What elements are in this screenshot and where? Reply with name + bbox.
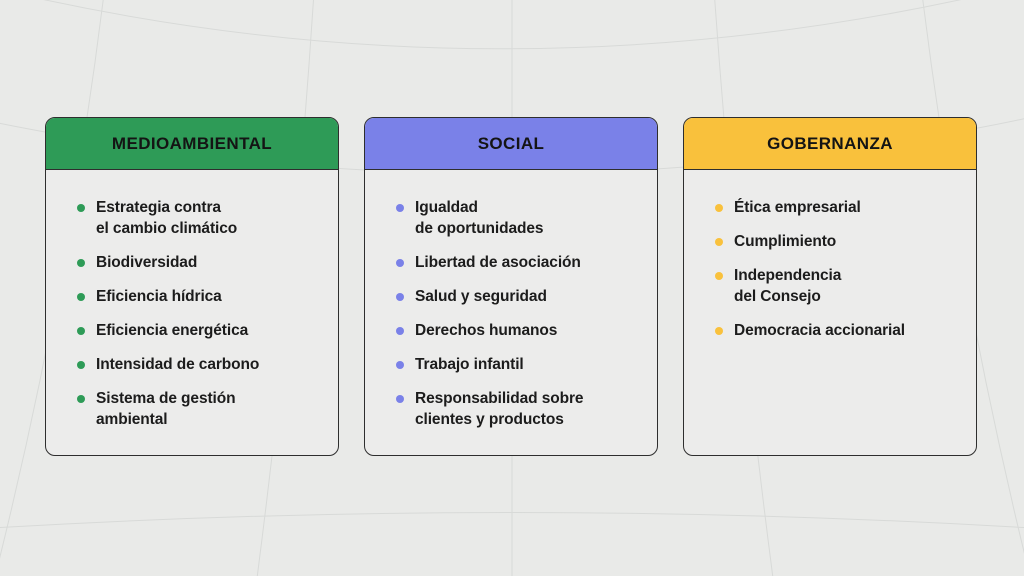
list-item: Libertad de asociación — [396, 252, 643, 273]
list-item-label: Salud y seguridad — [415, 288, 547, 305]
bullet-icon — [396, 204, 404, 212]
list-item: Biodiversidad — [77, 252, 324, 273]
list-item-label: Intensidad de carbono — [96, 356, 260, 373]
list-item: Salud y seguridad — [396, 286, 643, 307]
bullet-icon — [396, 293, 404, 301]
bullet-icon — [77, 327, 85, 335]
card-social-header: SOCIAL — [365, 118, 657, 170]
list-item-label: Cumplimiento — [734, 233, 837, 250]
list-item-label: Independencia del Consejo — [734, 267, 842, 305]
list-item-label: Derechos humanos — [415, 322, 558, 339]
list-item: Ética empresarial — [715, 197, 962, 218]
list-item: Sistema de gestión ambiental — [77, 388, 324, 430]
card-medioambiental-title: MEDIOAMBIENTAL — [111, 133, 273, 153]
list-item-label: Libertad de asociación — [415, 254, 581, 271]
list-item-label: Sistema de gestión ambiental — [96, 390, 236, 428]
card-medioambiental: MEDIOAMBIENTAL Estrategia contra el camb… — [45, 117, 339, 456]
list-item-label: Democracia accionarial — [734, 322, 905, 339]
bullet-icon — [396, 259, 404, 267]
list-item-label: Trabajo infantil — [415, 356, 524, 373]
card-social: SOCIAL Igualdad de oportunidades Liberta… — [364, 117, 658, 456]
card-gobernanza-title: GOBERNANZA — [767, 133, 893, 153]
bullet-icon — [396, 327, 404, 335]
list-item: Eficiencia hídrica — [77, 286, 324, 307]
card-gobernanza: GOBERNANZA Ética empresarial Cumplimient… — [683, 117, 977, 456]
bullet-icon — [715, 327, 723, 335]
list-item: Intensidad de carbono — [77, 354, 324, 375]
card-social-title: SOCIAL — [477, 133, 545, 153]
list-item: Eficiencia energética — [77, 320, 324, 341]
list-item: Derechos humanos — [396, 320, 643, 341]
list-item: Democracia accionarial — [715, 320, 962, 341]
list-item-label: Eficiencia hídrica — [96, 288, 222, 305]
card-gobernanza-header: GOBERNANZA — [684, 118, 976, 170]
esg-columns: MEDIOAMBIENTAL Estrategia contra el camb… — [45, 117, 977, 456]
bullet-icon — [715, 238, 723, 246]
bullet-icon — [396, 395, 404, 403]
list-item-label: Ética empresarial — [734, 199, 861, 216]
bullet-icon — [396, 361, 404, 369]
list-item: Igualdad de oportunidades — [396, 197, 643, 239]
bullet-icon — [77, 293, 85, 301]
list-item: Trabajo infantil — [396, 354, 643, 375]
list-item: Independencia del Consejo — [715, 265, 962, 307]
bullet-icon — [77, 395, 85, 403]
list-item: Responsabilidad sobre clientes y product… — [396, 388, 643, 430]
bullet-icon — [715, 272, 723, 280]
list-item-label: Responsabilidad sobre clientes y product… — [415, 390, 584, 428]
list-item-label: Biodiversidad — [96, 254, 198, 271]
list-item-label: Estrategia contra el cambio climático — [96, 199, 238, 237]
bullet-icon — [77, 259, 85, 267]
card-medioambiental-header: MEDIOAMBIENTAL — [46, 118, 338, 170]
list-item-label: Eficiencia energética — [96, 322, 249, 339]
bullet-icon — [77, 361, 85, 369]
bullet-icon — [715, 204, 723, 212]
list-item: Estrategia contra el cambio climático — [77, 197, 324, 239]
card-social-body: Igualdad de oportunidades Libertad de as… — [365, 170, 657, 443]
list-item-label: Igualdad de oportunidades — [415, 199, 544, 237]
list-item: Cumplimiento — [715, 231, 962, 252]
card-medioambiental-body: Estrategia contra el cambio climático Bi… — [46, 170, 338, 443]
bullet-icon — [77, 204, 85, 212]
card-gobernanza-body: Ética empresarial Cumplimiento Independe… — [684, 170, 976, 354]
